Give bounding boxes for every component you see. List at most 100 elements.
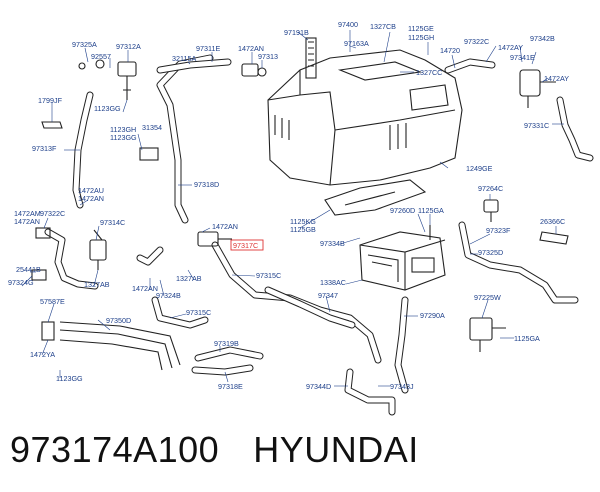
- label-26366C: 26366C: [540, 217, 565, 226]
- label-97315C-lower: 97315C: [186, 308, 211, 317]
- label-1327AB: 1327AB: [84, 280, 110, 289]
- label-1472AN-d: 1472AN: [212, 222, 238, 231]
- valve-97317C: [197, 231, 232, 247]
- label-97318E: 97318E: [218, 382, 243, 391]
- hose-14720: [444, 58, 496, 74]
- hose-97290A: [394, 296, 409, 394]
- label-31354: 31354: [142, 123, 162, 132]
- label-1249GE: 1249GE: [466, 164, 493, 173]
- label-97343J: 97343J: [390, 382, 414, 391]
- label-97341E: 97341E: [510, 53, 535, 62]
- clamp-97313: [241, 63, 267, 77]
- label-97312A: 97312A: [116, 42, 141, 51]
- label-97317C: 97317C: [233, 241, 258, 250]
- part-footer: 973174A100 HYUNDAI: [10, 420, 590, 480]
- valve-97342B: [519, 69, 556, 108]
- label-97325A: 97325A: [72, 40, 97, 49]
- label-1472AM: 1472AM: [14, 209, 41, 218]
- label-1125GB: 1125GB: [290, 225, 316, 234]
- connector-97312A: [78, 59, 137, 100]
- label-97191B: 97191B: [284, 28, 309, 37]
- bracket-31354: [139, 147, 159, 161]
- label-97322C-left: 97322C: [40, 209, 65, 218]
- label-97347: 97347: [318, 291, 338, 300]
- label-32115A: 32115A: [172, 54, 196, 63]
- label-97319B: 97319B: [214, 339, 239, 348]
- label-1123GG-bottom: 1123GG: [56, 374, 83, 383]
- hvac-unit: [267, 37, 463, 186]
- label-1125GH: 1125GH: [408, 33, 434, 42]
- label-1125GA-right: 1125GA: [514, 334, 540, 343]
- brand-name: HYUNDAI: [253, 429, 419, 470]
- hose-97323F: [458, 221, 579, 304]
- valve-97225W: [469, 317, 506, 352]
- label-1472AN-b: 1472AN: [78, 194, 104, 203]
- valve-97314C: [89, 229, 107, 270]
- clip-1799JF: [41, 121, 63, 129]
- label-97163A: 97163A: [344, 39, 369, 48]
- pipe-97350D: [59, 321, 181, 371]
- clip-26366C: [539, 231, 569, 245]
- label-97331C: 97331C: [524, 121, 549, 130]
- label-1123GG: 1123GG: [94, 104, 121, 113]
- label-1472YA: 1472YA: [30, 350, 55, 359]
- label-1472AN-e: 1472AN: [132, 284, 158, 293]
- parts-diagram: 97325A 92557 97312A 32115A 97311E 1472AN…: [8, 20, 594, 416]
- rear-heater-unit: [359, 225, 446, 291]
- hose-97315C-lower: [151, 296, 209, 329]
- label-97325D: 97325D: [478, 248, 503, 257]
- callout-labels: 97325A 92557 97312A 32115A 97311E 1472AN…: [8, 20, 569, 391]
- label-1472AY: 1472AY: [498, 43, 523, 52]
- label-97260D: 97260D: [390, 206, 415, 215]
- label-25441B: 25441B: [16, 265, 41, 274]
- label-97318D: 97318D: [194, 180, 219, 189]
- label-97324B: 97324B: [156, 291, 181, 300]
- hose-97319B: [194, 346, 264, 362]
- label-97314C: 97314C: [100, 218, 125, 227]
- target-part-highlight: [230, 239, 264, 251]
- label-97313F: 97313F: [32, 144, 57, 153]
- label-1125KG: 1125KG: [290, 217, 316, 226]
- label-1338AC: 1338AC: [320, 278, 346, 287]
- label-97323F: 97323F: [486, 226, 511, 235]
- label-1799JF: 1799JF: [38, 96, 63, 105]
- label-97322C: 97322C: [464, 37, 489, 46]
- label-92557: 92557: [91, 52, 111, 61]
- label-97264C: 97264C: [478, 184, 503, 193]
- label-97400: 97400: [338, 20, 358, 29]
- label-97342B: 97342B: [530, 34, 555, 43]
- hose-97318E: [191, 364, 254, 376]
- label-97311E: 97311E: [196, 44, 220, 53]
- label-14720: 14720: [440, 46, 460, 55]
- label-1327AB-mid: 1327AB: [176, 274, 202, 283]
- label-97344D: 97344D: [306, 382, 331, 391]
- label-1123GH: 1123GH: [110, 125, 136, 134]
- hvac-lower-cover: [324, 179, 427, 216]
- sensor-97264C: [483, 199, 499, 222]
- label-1125GE: 1125GE: [408, 24, 434, 33]
- label-1472AN: 1472AN: [238, 44, 264, 53]
- label-1123GG-mid: 1123GG: [110, 133, 137, 142]
- part-number: 973174A100: [10, 429, 220, 470]
- label-1327CC: 1327CC: [416, 68, 442, 77]
- clip-97324G: [31, 227, 51, 281]
- label-97350D: 97350D: [106, 316, 131, 325]
- label-97290A: 97290A: [420, 311, 445, 320]
- hose-97318D: [156, 54, 214, 224]
- label-57587E: 57587E: [40, 297, 65, 306]
- hose-97331C: [556, 96, 594, 162]
- label-97324G: 97324G: [8, 278, 34, 287]
- hose-97311E: [156, 58, 232, 74]
- hose-97347: [264, 286, 356, 329]
- label-1125GA: 1125GA: [418, 206, 444, 215]
- label-1472AY-right: 1472AY: [544, 74, 569, 83]
- label-1327CB: 1327CB: [370, 22, 396, 31]
- label-1472AU: 1472AU: [78, 186, 104, 195]
- label-97334B: 97334B: [320, 239, 345, 248]
- label-1472AN-c: 1472AN: [14, 217, 40, 226]
- label-97313: 97313: [258, 52, 278, 61]
- label-97315C: 97315C: [256, 271, 281, 280]
- hose-97314C: [44, 228, 99, 290]
- clip-57587E: [41, 321, 55, 341]
- hose-97344D: [344, 368, 396, 416]
